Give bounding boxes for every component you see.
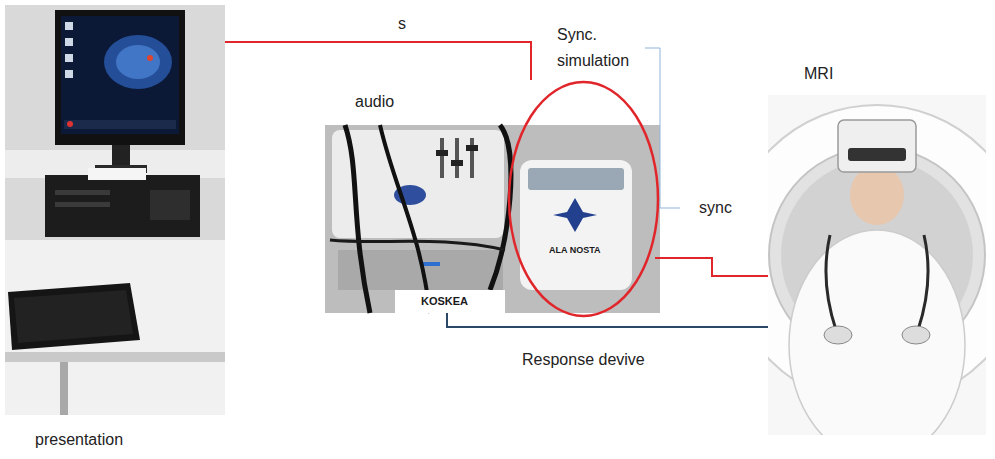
audio-device-picture [345, 125, 370, 313]
mri-scanner-picture [918, 235, 928, 330]
computer-picture [5, 352, 225, 362]
mri-node: MRI [768, 95, 986, 435]
computer-picture [150, 190, 190, 220]
audio-device-picture [466, 145, 478, 151]
computer-picture [67, 121, 73, 127]
computer-picture [8, 283, 140, 350]
audio-device-picture [520, 160, 632, 290]
computer-picture [60, 362, 68, 415]
mri-scanner-picture [848, 148, 906, 161]
computer-picture [65, 70, 73, 78]
computer-picture [104, 35, 172, 89]
ellipse-outline [509, 82, 658, 316]
ellipse-outline [507, 80, 660, 318]
node-label: presentation [35, 427, 123, 453]
audio-device-picture [528, 168, 624, 190]
computer-picture [147, 55, 153, 61]
connector-line [447, 313, 768, 327]
audio-device-picture [325, 125, 660, 313]
computer-picture [55, 202, 110, 207]
mri-scanner-picture [768, 95, 986, 435]
mri-scanner-picture [838, 120, 916, 172]
mri-scanner-picture [824, 326, 852, 344]
sync-bracket-line [645, 48, 680, 208]
audio-device-picture [436, 150, 448, 156]
audio-device-picture [330, 240, 505, 250]
computer-picture [65, 22, 73, 30]
sync-bracket-line [645, 48, 680, 208]
connector-label: sync [697, 198, 734, 218]
audio-device-picture [451, 160, 463, 166]
audio-device-picture [325, 125, 660, 313]
connector-line [225, 42, 531, 80]
computer-picture [65, 54, 73, 62]
computer-picture [116, 45, 160, 79]
computer-node: presentation [5, 5, 225, 415]
computer-picture [55, 190, 110, 195]
node-label: audio [355, 89, 394, 115]
sync-simulation-node: Sync. simulation [507, 80, 660, 318]
audio-device-picture [395, 290, 505, 313]
node-label: Sync. simulation [557, 22, 652, 74]
computer-picture [112, 145, 130, 167]
computer-picture [14, 290, 133, 343]
computer-picture [45, 175, 200, 237]
mri-scanner-picture [826, 235, 836, 330]
audio-device-picture [440, 138, 444, 178]
connector-label: s [396, 14, 408, 34]
audio-device-picture [470, 138, 474, 178]
audio-device-node: audio [325, 125, 507, 313]
device-brand-text: ALA NOSTA [548, 246, 602, 256]
computer-picture [55, 10, 185, 145]
mri-scanner-picture [789, 230, 965, 435]
audio-device-picture [553, 198, 597, 232]
computer-picture [88, 168, 146, 180]
audio-device-picture [490, 125, 511, 290]
paper-note-text: KOSKEA [420, 295, 469, 307]
computer-picture [5, 240, 225, 415]
computer-picture [5, 5, 225, 415]
computer-picture [64, 120, 176, 129]
connector-label: Response devive [520, 350, 647, 370]
audio-device-picture [380, 125, 430, 313]
mri-scanner-picture [850, 165, 904, 225]
computer-picture [5, 5, 225, 415]
computer-picture [65, 38, 73, 46]
computer-picture [61, 16, 179, 134]
mri-scanner-picture [902, 326, 930, 344]
connector-line [655, 258, 768, 276]
audio-device-picture [455, 138, 459, 178]
node-label: MRI [804, 61, 833, 87]
